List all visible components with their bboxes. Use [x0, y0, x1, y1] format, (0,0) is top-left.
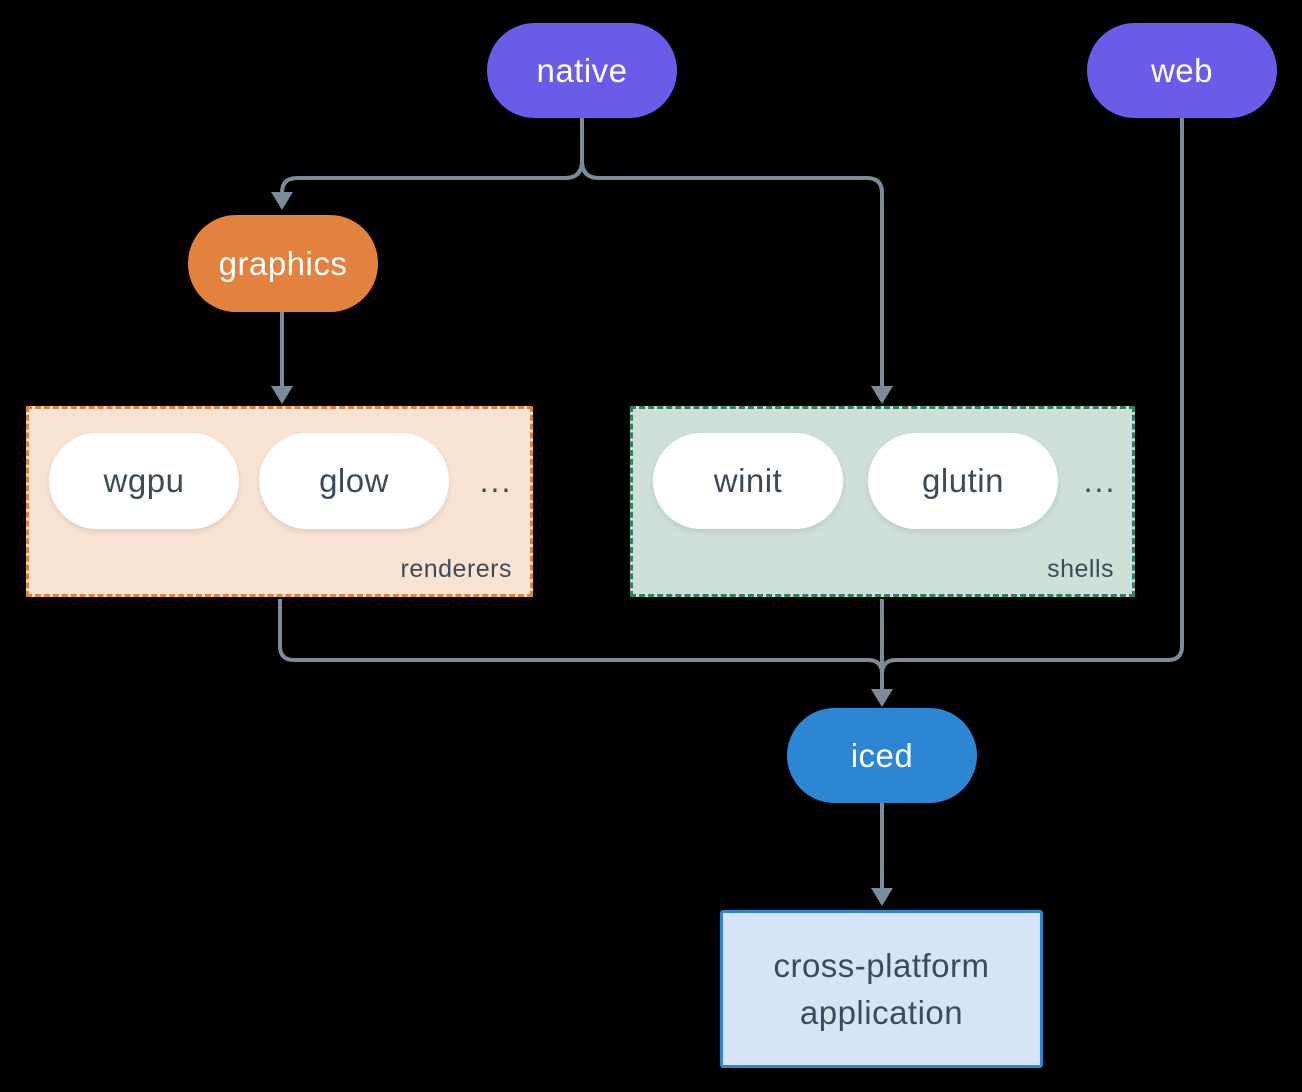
node-wgpu-label: wgpu — [103, 462, 185, 499]
arrowhead-app — [871, 888, 893, 906]
node-glutin-label: glutin — [922, 462, 1004, 499]
shells-group-label: shells — [1047, 555, 1114, 583]
node-iced-label: iced — [850, 736, 914, 774]
node-web: web — [1087, 23, 1277, 118]
arrowhead-renderers — [271, 386, 293, 404]
connector-native-to-graphics — [280, 160, 584, 195]
app-label-line2: application — [799, 994, 964, 1031]
node-winit: winit — [653, 433, 843, 529]
renderers-group-label: renderers — [400, 555, 512, 583]
shells-ellipsis: ... — [1083, 462, 1117, 499]
node-native: native — [487, 23, 677, 118]
arrowhead-iced — [871, 689, 893, 707]
group-renderers: wgpu glow ... renderers — [26, 406, 533, 597]
node-iced: iced — [787, 708, 977, 803]
node-graphics-label: graphics — [218, 244, 348, 282]
node-graphics: graphics — [188, 215, 378, 312]
group-shells: winit glutin ... shells — [630, 406, 1135, 597]
arrowhead-graphics — [271, 192, 293, 210]
arrowhead-shells — [871, 386, 893, 404]
node-glutin: glutin — [868, 433, 1058, 529]
renderers-ellipsis: ... — [479, 462, 513, 499]
app-label-line1: cross-platform — [773, 947, 990, 984]
node-wgpu: wgpu — [49, 433, 239, 529]
node-cross-platform-application: cross-platform application — [720, 910, 1043, 1068]
node-glow-label: glow — [319, 462, 389, 499]
node-web-label: web — [1150, 51, 1214, 89]
connector-renderers-to-merge — [278, 599, 884, 675]
node-native-label: native — [536, 51, 628, 89]
node-winit-label: winit — [713, 462, 783, 499]
node-glow: glow — [259, 433, 449, 529]
connector-native-to-shells — [580, 160, 884, 387]
